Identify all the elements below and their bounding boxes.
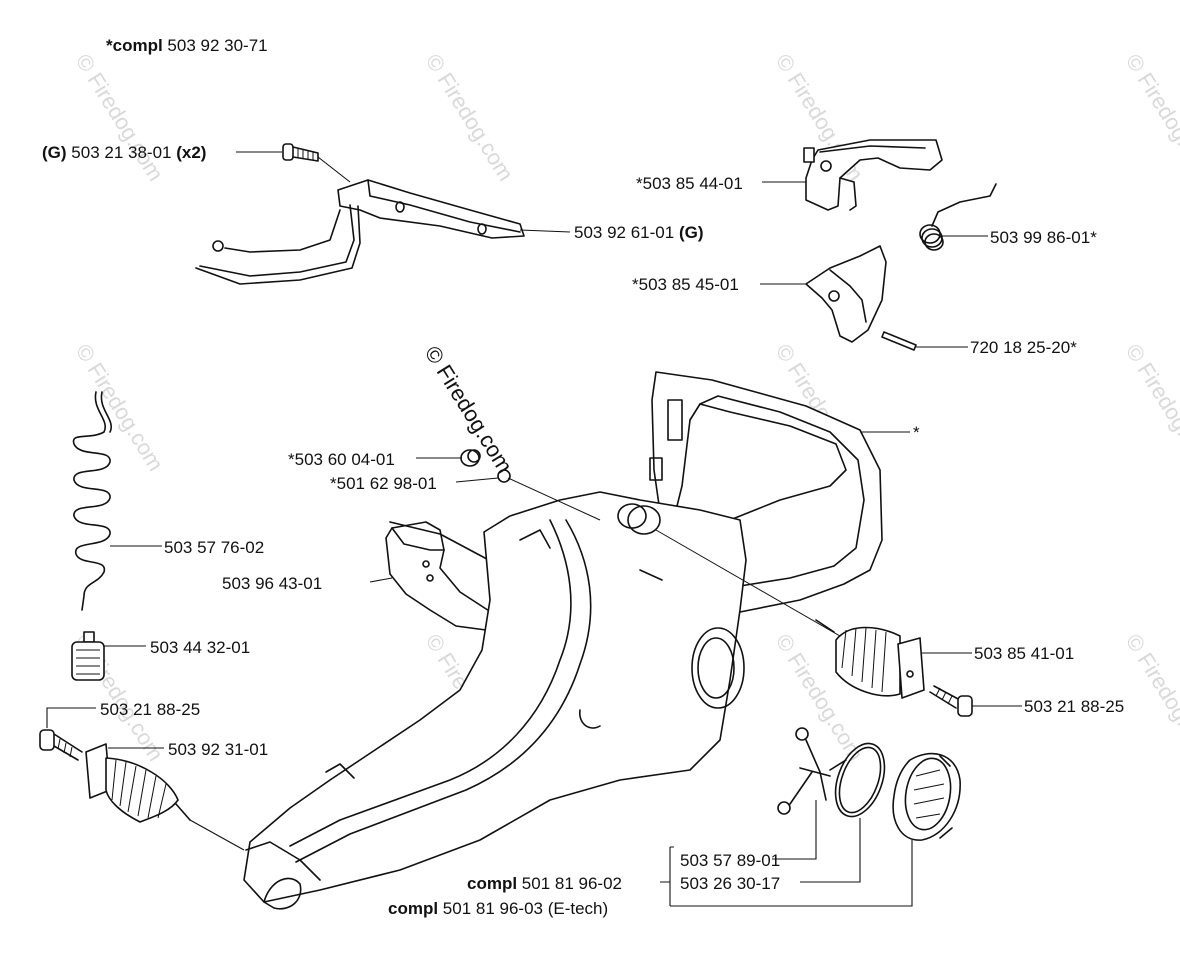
label-hose: 503 57 76-02 <box>164 538 264 557</box>
label-bracket: 503 92 61-01 (G) <box>574 223 703 242</box>
pin-drawing <box>881 331 917 351</box>
label-cap-item1: 503 57 89-01 <box>680 851 780 870</box>
watermark: © Firedog.com <box>1121 49 1180 185</box>
watermark: © Firedog.com <box>1121 629 1180 765</box>
label-bolt-g: (G) 503 21 38-01 (x2) <box>42 143 206 162</box>
label-av-spring-left: 503 92 31-01 <box>168 740 268 759</box>
label-plug-a: *503 60 04-01 <box>288 450 395 469</box>
watermark: © Firedog.com <box>71 339 169 475</box>
av-spring-left-drawing <box>85 743 191 823</box>
plugs-drawing <box>460 449 601 521</box>
hose-drawing <box>72 391 113 611</box>
label-spring: 503 99 86-01* <box>990 228 1097 247</box>
filter-drawing <box>71 631 105 681</box>
label-lockout: *503 85 45-01 <box>632 275 739 294</box>
label-plug-b: *501 62 98-01 <box>330 474 437 493</box>
label-filter: 503 44 32-01 <box>150 638 250 657</box>
watermark: © Firedog.com <box>1121 339 1180 475</box>
leader-lines <box>46 151 1022 907</box>
label-screw-left: 503 21 88-25 <box>100 700 200 719</box>
av-spring-right-drawing <box>655 529 925 699</box>
label-screw-right: 503 21 88-25 <box>1024 697 1124 716</box>
cap-assembly-drawing <box>777 727 961 841</box>
label-compl-cap1: compl 501 81 96-02 <box>467 874 622 893</box>
label-av-spring-right: 503 85 41-01 <box>974 644 1074 663</box>
label-compl-cap2: compl 501 81 96-03 (E-tech) <box>388 899 608 918</box>
part-labels: *compl 503 92 30-71 (G) 503 21 38-01 (x2… <box>42 36 1124 918</box>
label-bumper: 503 96 43-01 <box>222 574 322 593</box>
spring-drawing <box>919 183 997 251</box>
label-compl-top: *compl 503 92 30-71 <box>106 36 268 55</box>
bracket-drawing <box>195 179 525 285</box>
screw-left-drawing <box>39 729 83 761</box>
watermark: © Firedog.com <box>71 49 169 185</box>
handle-tank-drawing <box>243 371 883 910</box>
label-pin: 720 18 25-20* <box>970 338 1077 357</box>
trigger-drawing <box>803 139 943 211</box>
label-trigger: *503 85 44-01 <box>636 174 743 193</box>
screw-right-drawing <box>929 685 973 717</box>
label-cap-item2: 503 26 30-17 <box>680 874 780 893</box>
lockout-drawing <box>805 245 887 343</box>
bumper-drawing <box>385 521 501 631</box>
label-handle: * <box>913 423 920 442</box>
bolt-g-drawing <box>282 143 319 162</box>
watermark: © Firedog.com <box>421 49 519 185</box>
